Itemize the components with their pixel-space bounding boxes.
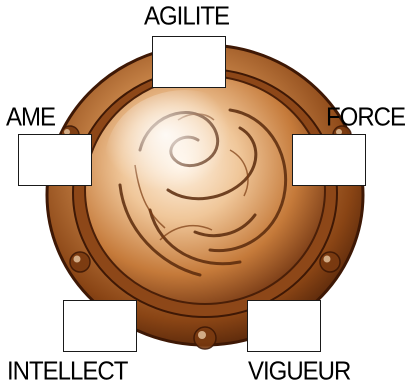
agilite-value-box[interactable] [152, 36, 226, 88]
ame-label: AME [6, 104, 55, 132]
force-value-box[interactable] [292, 134, 366, 186]
vigueur-value-box[interactable] [247, 300, 321, 352]
force-label: FORCE [326, 104, 405, 132]
vigueur-label: VIGUEUR [248, 358, 350, 386]
ame-value-box[interactable] [18, 134, 92, 186]
intellect-value-box[interactable] [63, 300, 137, 352]
agilite-label: AGILITE [144, 3, 229, 31]
intellect-label: INTELLECT [7, 358, 127, 386]
